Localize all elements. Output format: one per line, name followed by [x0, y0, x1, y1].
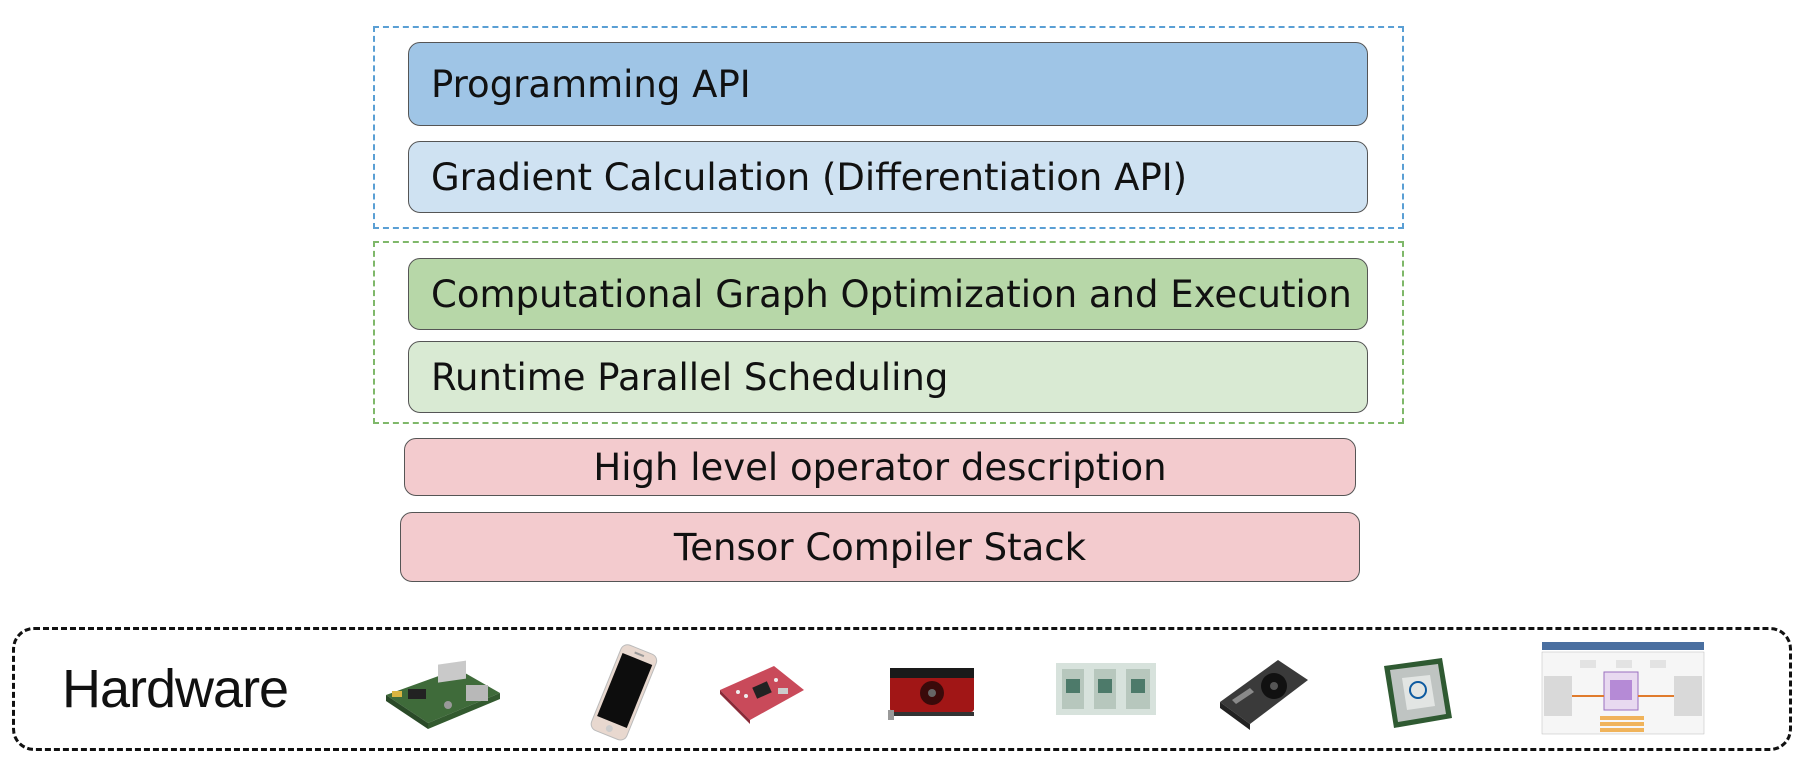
tensor-compiler-label: Tensor Compiler Stack — [673, 525, 1087, 569]
smartphone-icon — [590, 644, 658, 741]
graph-optimization-label: Computational Graph Optimization and Exe… — [431, 272, 1352, 316]
hardware-label: Hardware — [62, 659, 289, 719]
runtime-scheduling-layer: Runtime Parallel Scheduling — [408, 341, 1368, 413]
amd-gpu-icon — [888, 668, 974, 720]
graph-optimization-layer: Computational Graph Optimization and Exe… — [408, 258, 1368, 330]
gradient-calculation-label: Gradient Calculation (Differentiation AP… — [431, 155, 1188, 199]
programming-api-layer: Programming API — [408, 42, 1368, 126]
nvidia-gpu-icon — [1220, 660, 1308, 730]
gradient-calculation-layer: Gradient Calculation (Differentiation AP… — [408, 141, 1368, 213]
fpga-board-icon — [720, 666, 804, 724]
programming-api-label: Programming API — [431, 62, 751, 106]
tensor-compiler-layer: Tensor Compiler Stack — [400, 512, 1360, 582]
frontend-group-outline — [373, 26, 1404, 229]
server-board-icon — [1056, 663, 1156, 715]
operator-description-layer: High level operator description — [404, 438, 1356, 496]
runtime-scheduling-label: Runtime Parallel Scheduling — [431, 355, 949, 399]
graph-runtime-group-outline — [373, 241, 1404, 424]
hardware-container — [12, 627, 1792, 751]
operator-description-label: High level operator description — [593, 445, 1167, 489]
raspberry-pi-icon — [386, 660, 500, 729]
accelerator-schematic-icon — [1541, 642, 1705, 735]
intel-xeon-cpu-icon — [1384, 658, 1452, 728]
